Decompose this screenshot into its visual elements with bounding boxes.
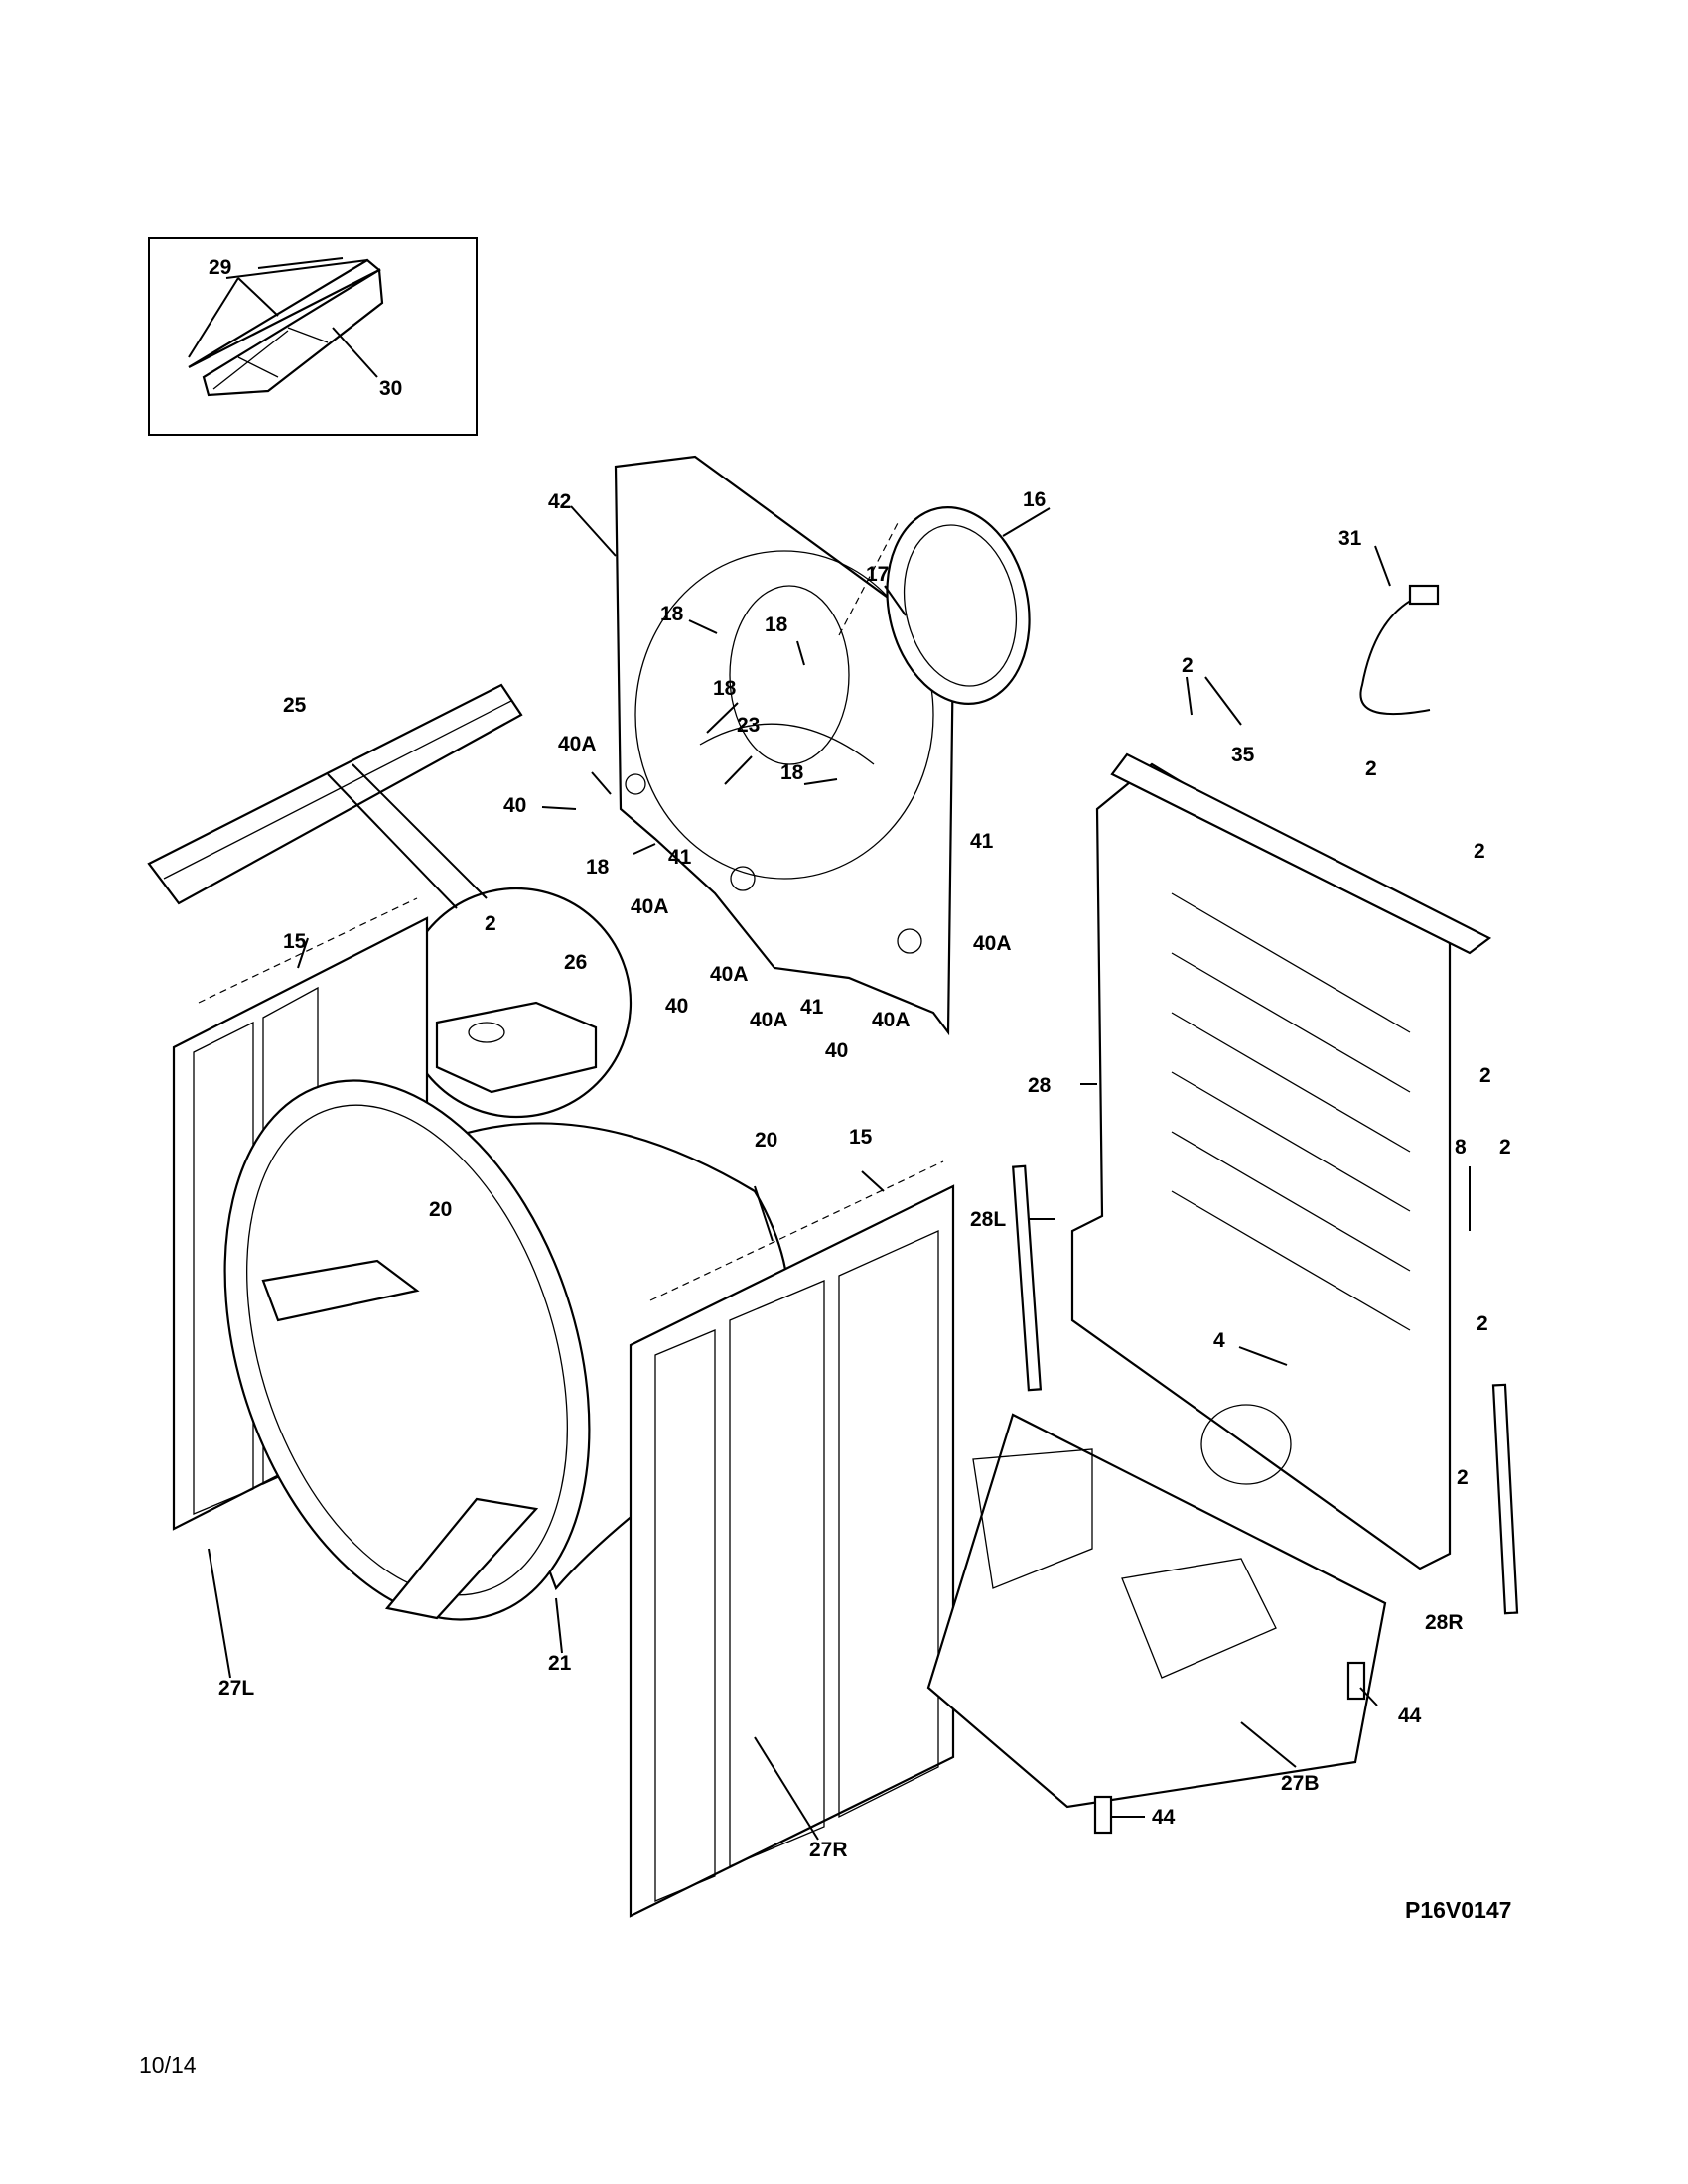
callout-15-a: 15 xyxy=(283,930,307,953)
callout-2-c: 2 xyxy=(1474,840,1485,863)
callout-labels: 29 30 42 16 17 31 18 18 18 18 18 23 25 2… xyxy=(209,256,1511,1861)
part-16-blower-housing xyxy=(838,506,1031,705)
callout-40A-d: 40A xyxy=(710,963,749,986)
callout-40A-f: 40A xyxy=(872,1009,911,1031)
callout-40-b: 40 xyxy=(665,995,688,1018)
callout-28L: 28L xyxy=(970,1208,1006,1231)
callout-18-c: 18 xyxy=(713,677,737,700)
callout-2-d: 2 xyxy=(485,912,496,935)
leader-lines xyxy=(208,259,1471,1841)
part-25-top-rail xyxy=(147,683,523,905)
callout-30: 30 xyxy=(379,377,402,400)
part-31-power-cord xyxy=(1359,584,1440,716)
callout-28R: 28R xyxy=(1425,1611,1464,1634)
part-44-leveling-leg-lower xyxy=(1093,1795,1113,1835)
callout-41-b: 41 xyxy=(668,846,692,869)
callout-2-b: 2 xyxy=(1365,757,1377,780)
callout-40A-b: 40A xyxy=(631,895,669,918)
callout-44-upper: 44 xyxy=(1398,1705,1422,1727)
louver-grid xyxy=(1171,892,1411,1331)
callout-27B: 27B xyxy=(1281,1772,1320,1795)
callout-8: 8 xyxy=(1455,1136,1467,1159)
callout-18-d: 18 xyxy=(780,761,804,784)
callout-17: 17 xyxy=(866,563,889,586)
callout-25: 25 xyxy=(283,694,307,717)
part-27B-base xyxy=(926,1413,1387,1809)
part-28R-right-strip xyxy=(1491,1383,1519,1615)
callout-35: 35 xyxy=(1231,744,1255,766)
callout-2-g: 2 xyxy=(1477,1312,1488,1335)
callout-27L: 27L xyxy=(218,1677,254,1700)
callout-40-c: 40 xyxy=(825,1039,848,1062)
callout-41-a: 41 xyxy=(970,830,994,853)
callout-40-a: 40 xyxy=(503,794,526,817)
callout-18-a: 18 xyxy=(660,603,684,625)
callout-31: 31 xyxy=(1338,527,1362,550)
inset-box xyxy=(148,237,478,436)
callout-16: 16 xyxy=(1023,488,1046,511)
callout-40A-a: 40A xyxy=(558,733,597,755)
callout-41-c: 41 xyxy=(800,996,824,1019)
callout-2-f: 2 xyxy=(1499,1136,1511,1159)
callout-42: 42 xyxy=(548,490,571,513)
callout-2-e: 2 xyxy=(1479,1064,1491,1087)
part-28-rear-panel xyxy=(1070,752,1492,1570)
callout-20-a: 20 xyxy=(755,1129,777,1152)
callout-21: 21 xyxy=(548,1652,572,1675)
callout-2-h: 2 xyxy=(1457,1466,1469,1489)
callout-2-top: 2 xyxy=(1182,654,1194,677)
revision-date: 10/14 xyxy=(139,2052,197,2078)
part-42-rear-bulkhead xyxy=(614,455,955,1036)
callout-18-b: 18 xyxy=(765,614,788,636)
callout-40A-c: 40A xyxy=(973,932,1012,955)
callout-4: 4 xyxy=(1213,1329,1225,1352)
callout-40A-e: 40A xyxy=(750,1009,788,1031)
callout-20-b: 20 xyxy=(429,1198,452,1221)
callout-15-b: 15 xyxy=(849,1126,873,1149)
part-44-leveling-leg-upper xyxy=(1346,1661,1366,1701)
callout-18-e: 18 xyxy=(586,856,610,879)
callout-23: 23 xyxy=(737,714,760,737)
inset-circle-control-board xyxy=(327,763,633,1119)
part-28L-left-strip xyxy=(1012,1164,1043,1392)
callout-28: 28 xyxy=(1028,1074,1052,1097)
callout-44-lower: 44 xyxy=(1152,1806,1176,1829)
callout-26: 26 xyxy=(564,951,587,974)
callout-29: 29 xyxy=(209,256,231,279)
diagram-code: P16V0147 xyxy=(1405,1897,1511,1923)
part-27R-right-side-panel xyxy=(629,1160,955,1918)
callout-27R: 27R xyxy=(809,1839,848,1861)
inset-part-30 xyxy=(188,258,384,397)
